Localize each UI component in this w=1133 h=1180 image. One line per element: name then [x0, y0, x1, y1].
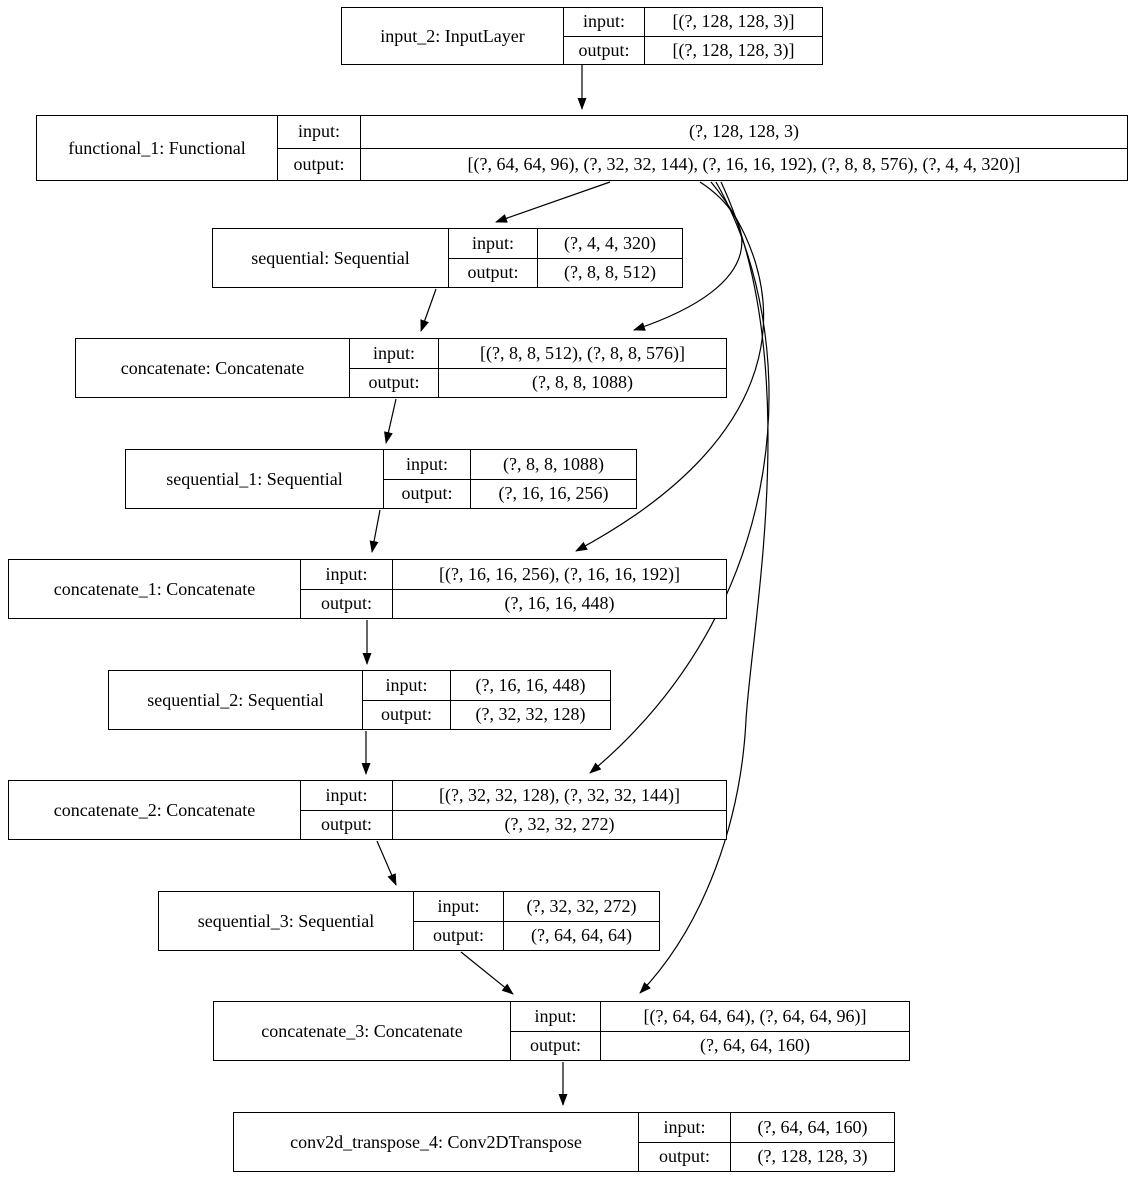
edge-functional_1-to-sequential [495, 181, 611, 223]
output-label: output: [564, 36, 645, 64]
node-title: concatenate: Concatenate [76, 339, 350, 397]
node-sequential_2: sequential_2: Sequential input: (?, 16, … [108, 670, 611, 730]
output-label: output: [301, 810, 393, 839]
output-label: output: [363, 700, 451, 729]
output-shape: [(?, 64, 64, 96), (?, 32, 32, 144), (?, … [467, 153, 1021, 174]
input-label: input: [363, 671, 451, 700]
input-label: input: [384, 450, 471, 479]
node-title: functional_1: Functional [37, 116, 278, 180]
edge-functional_1-to-concatenate_3 [639, 181, 769, 994]
output-shape: (?, 8, 8, 512) [564, 262, 656, 283]
input-shape: [(?, 8, 8, 512), (?, 8, 8, 576)] [480, 342, 685, 363]
node-sequential_1: sequential_1: Sequential input: (?, 8, 8… [125, 449, 637, 509]
edge-sequential_1-to-concatenate_1 [369, 509, 381, 553]
output-label: output: [639, 1142, 731, 1171]
output-shape: (?, 8, 8, 1088) [532, 372, 633, 393]
input-label: input: [511, 1002, 601, 1031]
input-label: input: [301, 781, 393, 810]
node-title: concatenate_2: Concatenate [9, 781, 301, 839]
node-sequential: sequential: Sequential input: (?, 4, 4, … [212, 228, 683, 288]
edge-concatenate-to-sequential_1 [384, 398, 397, 444]
node-concatenate_1: concatenate_1: Concatenate input: [(?, 1… [8, 559, 727, 619]
input-label: input: [301, 560, 393, 589]
edge-concatenate_2-to-sequential_3 [376, 840, 397, 886]
input-label: input: [639, 1113, 731, 1142]
node-sequential_3: sequential_3: Sequential input: (?, 32, … [158, 891, 660, 951]
input-shape: (?, 8, 8, 1088) [503, 453, 604, 474]
output-shape: (?, 16, 16, 256) [498, 483, 609, 504]
output-shape: [(?, 128, 128, 3)] [672, 39, 795, 60]
node-title: conv2d_transpose_4: Conv2DTranspose [234, 1113, 639, 1171]
input-shape: [(?, 64, 64, 64), (?, 64, 64, 96)] [643, 1005, 867, 1026]
input-shape: [(?, 32, 32, 128), (?, 32, 32, 144)] [439, 784, 680, 805]
input-shape: [(?, 128, 128, 3)] [672, 11, 795, 32]
input-shape: (?, 64, 64, 160) [757, 1116, 868, 1137]
input-label: input: [414, 892, 504, 921]
input-shape: (?, 128, 128, 3) [689, 121, 799, 142]
output-label: output: [350, 368, 439, 397]
node-title: sequential_2: Sequential [109, 671, 363, 729]
input-shape: (?, 16, 16, 448) [475, 674, 586, 695]
input-label: input: [350, 339, 439, 368]
output-shape: (?, 32, 32, 128) [475, 704, 586, 725]
output-shape: (?, 16, 16, 448) [504, 593, 615, 614]
edge-sequential-to-concatenate [420, 288, 437, 332]
node-title: sequential_3: Sequential [159, 892, 414, 950]
node-concatenate_2: concatenate_2: Concatenate input: [(?, 3… [8, 780, 727, 840]
node-title: input_2: InputLayer [342, 8, 564, 64]
output-shape: (?, 64, 64, 160) [700, 1035, 810, 1056]
node-concatenate_3: concatenate_3: Concatenate input: [(?, 6… [213, 1001, 910, 1061]
input-shape: (?, 32, 32, 272) [526, 895, 637, 916]
output-label: output: [449, 258, 538, 287]
node-functional_1: functional_1: Functional input: (?, 128,… [36, 115, 1128, 181]
node-concatenate: concatenate: Concatenate input: [(?, 8, … [75, 338, 727, 398]
output-label: output: [278, 148, 361, 180]
input-shape: [(?, 16, 16, 256), (?, 16, 16, 192)] [439, 563, 680, 584]
node-title: concatenate_1: Concatenate [9, 560, 301, 618]
node-input_2: input_2: InputLayer input: [(?, 128, 128… [341, 7, 823, 65]
output-shape: (?, 64, 64, 64) [531, 925, 632, 946]
node-title: sequential_1: Sequential [126, 450, 384, 508]
node-title: concatenate_3: Concatenate [214, 1002, 511, 1060]
node-conv2d_transpose_4: conv2d_transpose_4: Conv2DTranspose inpu… [233, 1112, 895, 1172]
input-label: input: [449, 229, 538, 258]
output-label: output: [301, 589, 393, 618]
edge-functional_1-to-concatenate_1 [575, 181, 765, 552]
edge-functional_1-to-concatenate [633, 181, 743, 331]
input-label: input: [564, 8, 645, 36]
input-label: input: [278, 116, 361, 148]
output-label: output: [414, 921, 504, 950]
input-shape: (?, 4, 4, 320) [564, 232, 656, 253]
output-label: output: [511, 1031, 601, 1060]
output-shape: (?, 32, 32, 272) [504, 814, 615, 835]
node-title: sequential: Sequential [213, 229, 449, 287]
edge-sequential_3-to-concatenate_3 [460, 951, 514, 995]
output-shape: (?, 128, 128, 3) [757, 1146, 868, 1167]
output-label: output: [384, 479, 471, 508]
